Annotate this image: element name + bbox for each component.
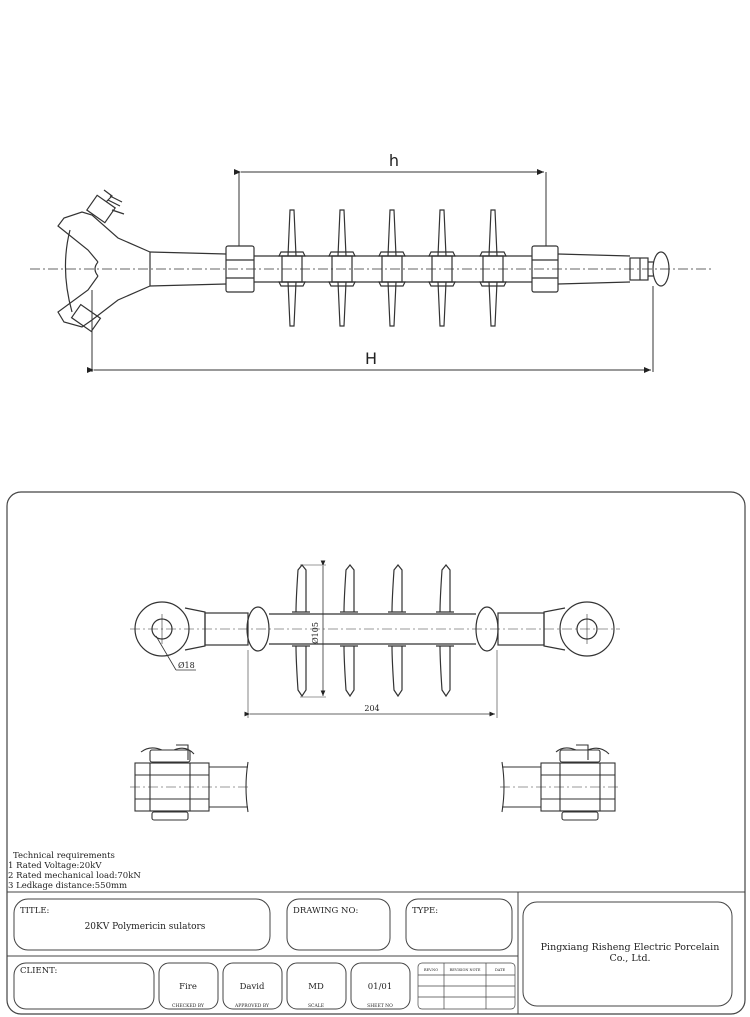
top-clevis-fitting — [57, 189, 151, 333]
sheet-no-value: 01/01 — [368, 982, 393, 992]
requirement-item: 2 Rated mechanical load:70kN — [8, 871, 141, 881]
revision-table — [417, 962, 516, 1010]
sheet-no-label: SHEET NO — [367, 1003, 393, 1009]
requirements-heading: Technical requirements — [13, 851, 115, 861]
type-box — [405, 898, 513, 951]
rev-header-note: REVISION NOTE — [450, 968, 481, 972]
company-box — [522, 901, 733, 1007]
dim-length-label: 204 — [364, 704, 379, 713]
left-collar — [246, 606, 270, 652]
approved-by-box — [222, 962, 283, 1010]
dim-diameter-label: Ø105 — [311, 622, 320, 644]
technical-requirements: Technical requirements 1 Rated Voltage:2… — [8, 851, 141, 891]
drawing-no-box — [286, 898, 391, 951]
company-name-line1: Pingxiang Risheng Electric Porcelain — [541, 942, 720, 953]
top-right-rod — [557, 253, 631, 285]
type-label: TYPE: — [412, 906, 438, 916]
company-name-line2: Co., Ltd. — [609, 953, 650, 964]
client-label: CLIENT: — [20, 966, 57, 976]
dim-hole-label: Ø18 — [178, 661, 195, 670]
right-eye-end — [559, 601, 615, 657]
right-clevis-detail — [500, 744, 620, 821]
sheet-no-box — [350, 962, 411, 1010]
dim-H-label: H — [365, 349, 377, 368]
left-clevis-detail — [130, 744, 250, 821]
requirement-item: 3 Ledkage distance:550mm — [8, 881, 127, 891]
sheet-frame — [6, 491, 746, 1015]
approved-by-label: APPROVED BY — [234, 1003, 270, 1009]
checked-by-box — [158, 962, 219, 1010]
title-box — [13, 898, 271, 951]
rev-header-date: DATE — [495, 968, 505, 972]
scale-box — [286, 962, 347, 1010]
top-right-end-fitting — [531, 245, 559, 293]
rev-header-no: REV.NO — [424, 968, 438, 972]
bottom-insulator-drawing — [130, 560, 620, 718]
top-ball-socket — [629, 257, 649, 281]
title-block — [7, 891, 745, 1014]
scale-value: MD — [308, 982, 324, 992]
checked-by-label: CHECKED BY — [172, 1003, 205, 1009]
client-box — [13, 962, 155, 1010]
requirement-item: 1 Rated Voltage:20kV — [8, 861, 102, 871]
top-left-end-fitting — [225, 245, 255, 293]
top-left-rod — [149, 251, 227, 287]
drawing-no-label: DRAWING NO: — [293, 906, 358, 916]
top-sheds — [278, 209, 507, 327]
title-value: 20KV Polymericin sulators — [85, 922, 206, 932]
title-label: TITLE: — [20, 906, 49, 916]
top-ball-end — [652, 251, 670, 287]
top-insulator-drawing — [30, 169, 712, 373]
dim-hole-leader — [155, 635, 177, 671]
left-eye-end — [134, 601, 190, 657]
scale-label: SCALE — [308, 1003, 324, 1009]
dim-h-label: h — [389, 151, 399, 170]
approved-by-value: David — [240, 982, 265, 992]
checked-by-value: Fire — [179, 982, 197, 992]
